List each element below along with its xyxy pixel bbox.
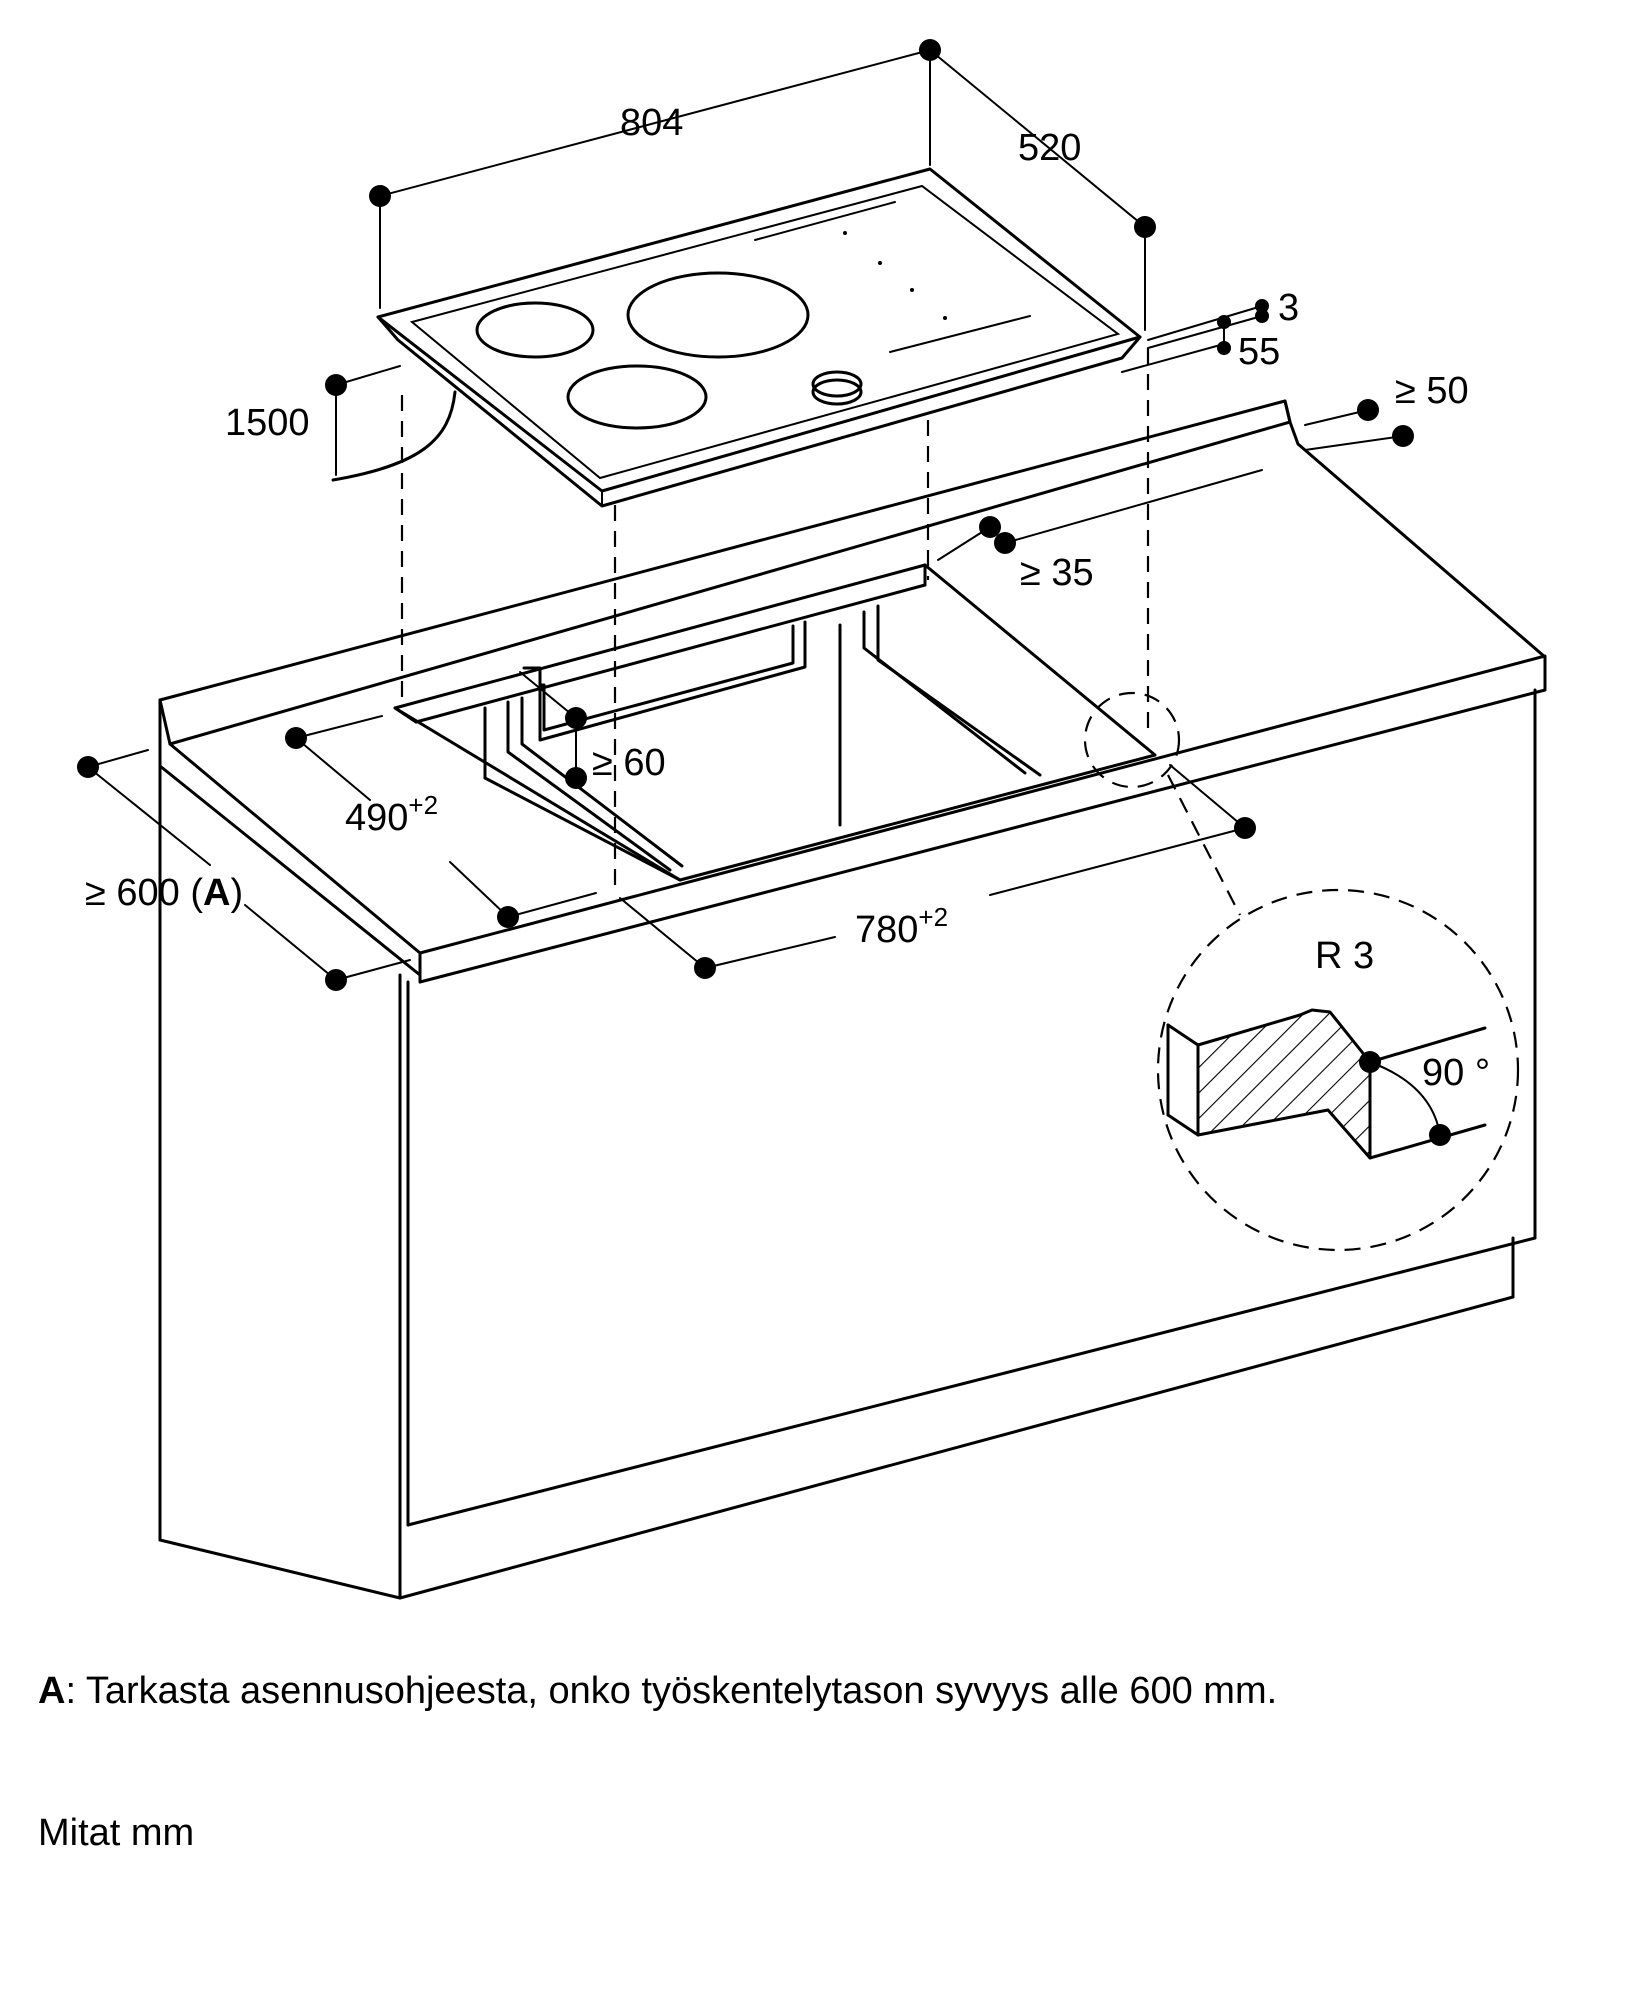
note-a: A: Tarkasta asennusohjeesta, onko työske… (38, 1668, 1277, 1714)
installation-diagram: 804 520 3 55 1500 ≥ 50 ≥ 35 ≥ 60 490+2 7… (77, 39, 1547, 1600)
zone-front-right (566, 364, 708, 430)
dim-depth: 520 (1018, 127, 1081, 169)
dim-radius: R 3 (1315, 935, 1374, 977)
cooktop (331, 167, 1142, 508)
dim-height: 55 (1238, 331, 1280, 373)
worktop (158, 399, 1547, 984)
note-a-text: : Tarkasta asennusohjeesta, onko työsken… (65, 1670, 1278, 1712)
edge-profile-detail (1166, 1008, 1487, 1160)
dim-worktop-depth: ≥ 600 (A) (85, 872, 243, 914)
dim-rear-gap: ≥ 50 (1395, 370, 1469, 412)
dim-angle: 90 ° (1422, 1052, 1490, 1094)
detail-callout (1083, 691, 1520, 1252)
dimension-labels: 804 520 3 55 1500 ≥ 50 ≥ 35 ≥ 60 490+2 7… (85, 102, 1490, 1094)
dim-cable-length: 1500 (225, 402, 310, 444)
dim-width: 804 (620, 102, 683, 144)
dim-gap-60: ≥ 60 (592, 742, 666, 784)
dim-thickness: 3 (1278, 287, 1299, 329)
control-knob-icon (811, 370, 863, 406)
zone-front-left (475, 301, 595, 359)
dim-front-gap: ≥ 35 (1020, 552, 1094, 594)
units-note: Mitat mm (38, 1812, 195, 1854)
note-a-label: A (38, 1670, 66, 1712)
zone-large (626, 271, 810, 359)
projection-lines (400, 348, 1150, 885)
dim-cutout-depth: 490+2 (345, 790, 438, 839)
cabinet (158, 688, 1537, 1600)
dim-cutout-width: 780+2 (855, 902, 948, 951)
dimension-lines (77, 39, 1414, 991)
cutout (393, 563, 1157, 882)
